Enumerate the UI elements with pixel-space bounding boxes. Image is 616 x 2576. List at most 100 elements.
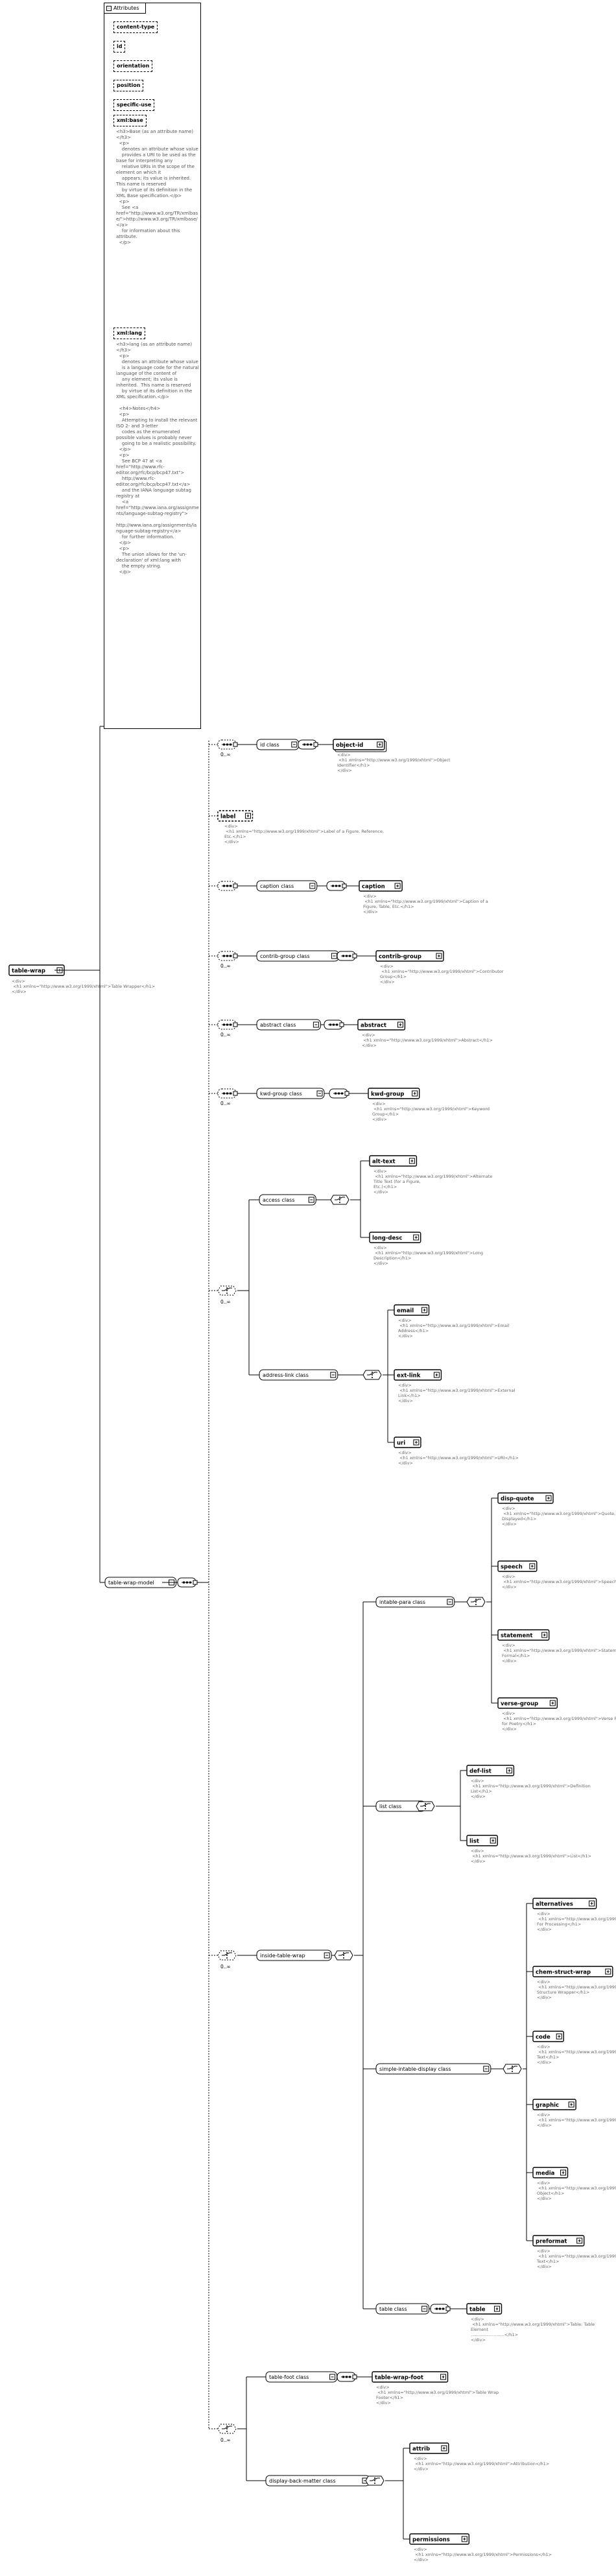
group-address-link-class[interactable]: address-link class: [259, 1369, 338, 1381]
element-table-label: table: [469, 2307, 486, 2313]
id-class-sequence[interactable]: [217, 739, 238, 750]
element-disp-quote-label: disp-quote: [501, 1496, 534, 1503]
group-table-class[interactable]: table class: [375, 2303, 430, 2315]
group-kwd-group-class[interactable]: kwd-group class: [256, 1088, 325, 1099]
group-inside-table-wrap[interactable]: inside-table-wrap: [256, 1950, 332, 1961]
access-inner-choice[interactable]: [330, 1195, 349, 1205]
email-documentation: <div> <h1 xmlns="http://www.w3.org/1999/…: [398, 1318, 510, 1339]
abstract-inner-sequence[interactable]: [324, 1020, 344, 1030]
attribute-content-type[interactable]: content-type: [113, 21, 158, 33]
list-choice[interactable]: [416, 1801, 435, 1811]
element-alt-text[interactable]: alt-text: [369, 1155, 418, 1167]
group-contrib-group-class[interactable]: contrib-group class: [256, 950, 339, 962]
element-email[interactable]: email: [394, 1304, 430, 1316]
group-access-class-label: access class: [263, 1197, 294, 1203]
group-abstract-class-label: abstract class: [260, 1022, 296, 1028]
attribute-id[interactable]: id: [113, 41, 126, 53]
occurrence-label: 0..∞: [220, 2437, 231, 2443]
element-attrib[interactable]: attrib: [409, 2442, 449, 2454]
element-graphic[interactable]: graphic: [532, 2099, 576, 2110]
table-sequence[interactable]: [430, 2304, 451, 2314]
group-display-back-matter-class[interactable]: display-back-matter class: [265, 2475, 370, 2487]
group-display-back-matter-class-label: display-back-matter class: [269, 2478, 336, 2484]
occurrence-label: 0..∞: [220, 1299, 231, 1305]
element-contrib-group[interactable]: contrib-group: [375, 950, 444, 962]
element-label-label: label: [220, 814, 235, 820]
group-contrib-group-class-label: contrib-group class: [260, 953, 310, 959]
attributes-tab[interactable]: - Attributes: [104, 3, 146, 14]
address-link-choice[interactable]: [362, 1370, 382, 1380]
element-ext-link[interactable]: ext-link: [394, 1369, 442, 1381]
chem-struct-wrap-documentation: <div> <h1 xmlns="http://www.w3.org/1999/…: [537, 1979, 616, 2000]
id-sequence[interactable]: [298, 739, 318, 750]
abstract-sequence[interactable]: [217, 1020, 238, 1030]
contrib-group-sequence[interactable]: [217, 951, 238, 961]
element-media[interactable]: media: [532, 2167, 569, 2178]
attribute-position[interactable]: position: [113, 80, 144, 91]
table-foot-sequence[interactable]: [337, 2372, 357, 2382]
display-back-matter-choice[interactable]: [365, 2475, 385, 2486]
group-access-class[interactable]: access class: [259, 1194, 316, 1206]
alt-text-documentation: <div> <h1 xmlns="http://www.w3.org/1999/…: [373, 1169, 492, 1195]
attribute-xml-lang[interactable]: xml:lang: [113, 328, 145, 339]
element-statement[interactable]: statement: [497, 1629, 550, 1641]
attributes-title: Attributes: [113, 5, 139, 11]
alternatives-documentation: <div> <h1 xmlns="http://www.w3.org/1999/…: [537, 1911, 616, 1932]
uri-documentation: <div> <h1 xmlns="http://www.w3.org/1999/…: [398, 1450, 519, 1466]
contrib-group-inner-sequence[interactable]: [337, 951, 357, 961]
element-kwd-group[interactable]: kwd-group: [368, 1088, 420, 1099]
element-email-label: email: [397, 1308, 414, 1315]
group-simple-intable-display-class-label: simple-intable-display class: [379, 2066, 451, 2072]
element-table[interactable]: table: [466, 2303, 503, 2315]
element-uri[interactable]: uri: [394, 1437, 421, 1448]
element-permissions[interactable]: permissions: [409, 2533, 470, 2545]
simple-intable-display-choice[interactable]: [503, 2064, 522, 2074]
object-id-documentation: <div> <h1 xmlns="http://www.w3.org/1999/…: [337, 752, 451, 773]
group-simple-intable-display-class[interactable]: simple-intable-display class: [375, 2063, 492, 2075]
long-desc-documentation: <div> <h1 xmlns="http://www.w3.org/1999/…: [373, 1245, 483, 1266]
occurrence-label: 0..∞: [220, 1964, 231, 1970]
element-abstract[interactable]: abstract: [357, 1019, 406, 1031]
element-speech[interactable]: speech: [497, 1560, 538, 1572]
caption-inner-sequence[interactable]: [326, 881, 347, 891]
inside-table-wrap-choice[interactable]: [217, 1950, 237, 1961]
inside-table-wrap-inner-choice[interactable]: [334, 1950, 353, 1961]
element-caption[interactable]: caption: [359, 880, 403, 892]
intable-para-choice[interactable]: [466, 1597, 486, 1607]
caption-sequence[interactable]: [217, 881, 238, 891]
attribute-orientation[interactable]: orientation: [113, 60, 153, 72]
element-table-wrap-foot[interactable]: table-wrap-foot: [372, 2371, 449, 2383]
kwd-group-sequence[interactable]: [217, 1088, 238, 1099]
element-verse-group[interactable]: verse-group: [497, 1697, 558, 1709]
group-caption-class[interactable]: caption class: [256, 880, 318, 892]
element-object-id[interactable]: object-id: [333, 739, 387, 752]
group-table-foot-class[interactable]: table-foot class: [265, 2371, 338, 2383]
kwd-group-inner-sequence[interactable]: [329, 1088, 349, 1099]
group-abstract-class[interactable]: abstract class: [256, 1019, 321, 1031]
graphic-documentation: <div> <h1 xmlns="http://www.w3.org/1999/…: [537, 2112, 616, 2128]
group-table-wrap-model-label: table-wrap-model: [108, 1580, 154, 1586]
access-choice[interactable]: [217, 1285, 237, 1296]
element-label[interactable]: label: [217, 810, 254, 822]
speech-documentation: <div> <h1 xmlns="http://www.w3.org/1999/…: [502, 1574, 616, 1590]
attribute-specific-use[interactable]: specific-use: [113, 99, 155, 111]
element-long-desc[interactable]: long-desc: [369, 1232, 421, 1243]
element-graphic-label: graphic: [536, 2103, 559, 2109]
element-chem-struct-wrap[interactable]: chem-struct-wrap: [532, 1966, 613, 1977]
element-preformat[interactable]: preformat: [532, 2235, 585, 2247]
back-matter-choice[interactable]: [217, 2424, 237, 2434]
code-documentation: <div> <h1 xmlns="http://www.w3.org/1999/…: [536, 2044, 616, 2065]
model-sequence[interactable]: [177, 1577, 198, 1588]
element-disp-quote[interactable]: disp-quote: [497, 1492, 554, 1504]
occurrence-label: 0..∞: [220, 1032, 231, 1038]
element-kwd-group-label: kwd-group: [371, 1091, 404, 1098]
attribute-xml-base[interactable]: xml:base: [113, 115, 147, 126]
group-id-class[interactable]: id class: [256, 739, 300, 750]
group-intable-para-class[interactable]: intable-para class: [375, 1596, 455, 1608]
attributes-panel: - Attributes content-type id orientation…: [104, 3, 201, 729]
element-def-list[interactable]: def-list: [466, 1765, 515, 1776]
element-list[interactable]: list: [466, 1835, 498, 1846]
element-code[interactable]: code: [532, 2031, 564, 2042]
element-alternatives[interactable]: alternatives: [532, 1898, 597, 1909]
xml-base-documentation: <h3>Base (as an attribute name)</h3> <p>…: [116, 129, 198, 245]
